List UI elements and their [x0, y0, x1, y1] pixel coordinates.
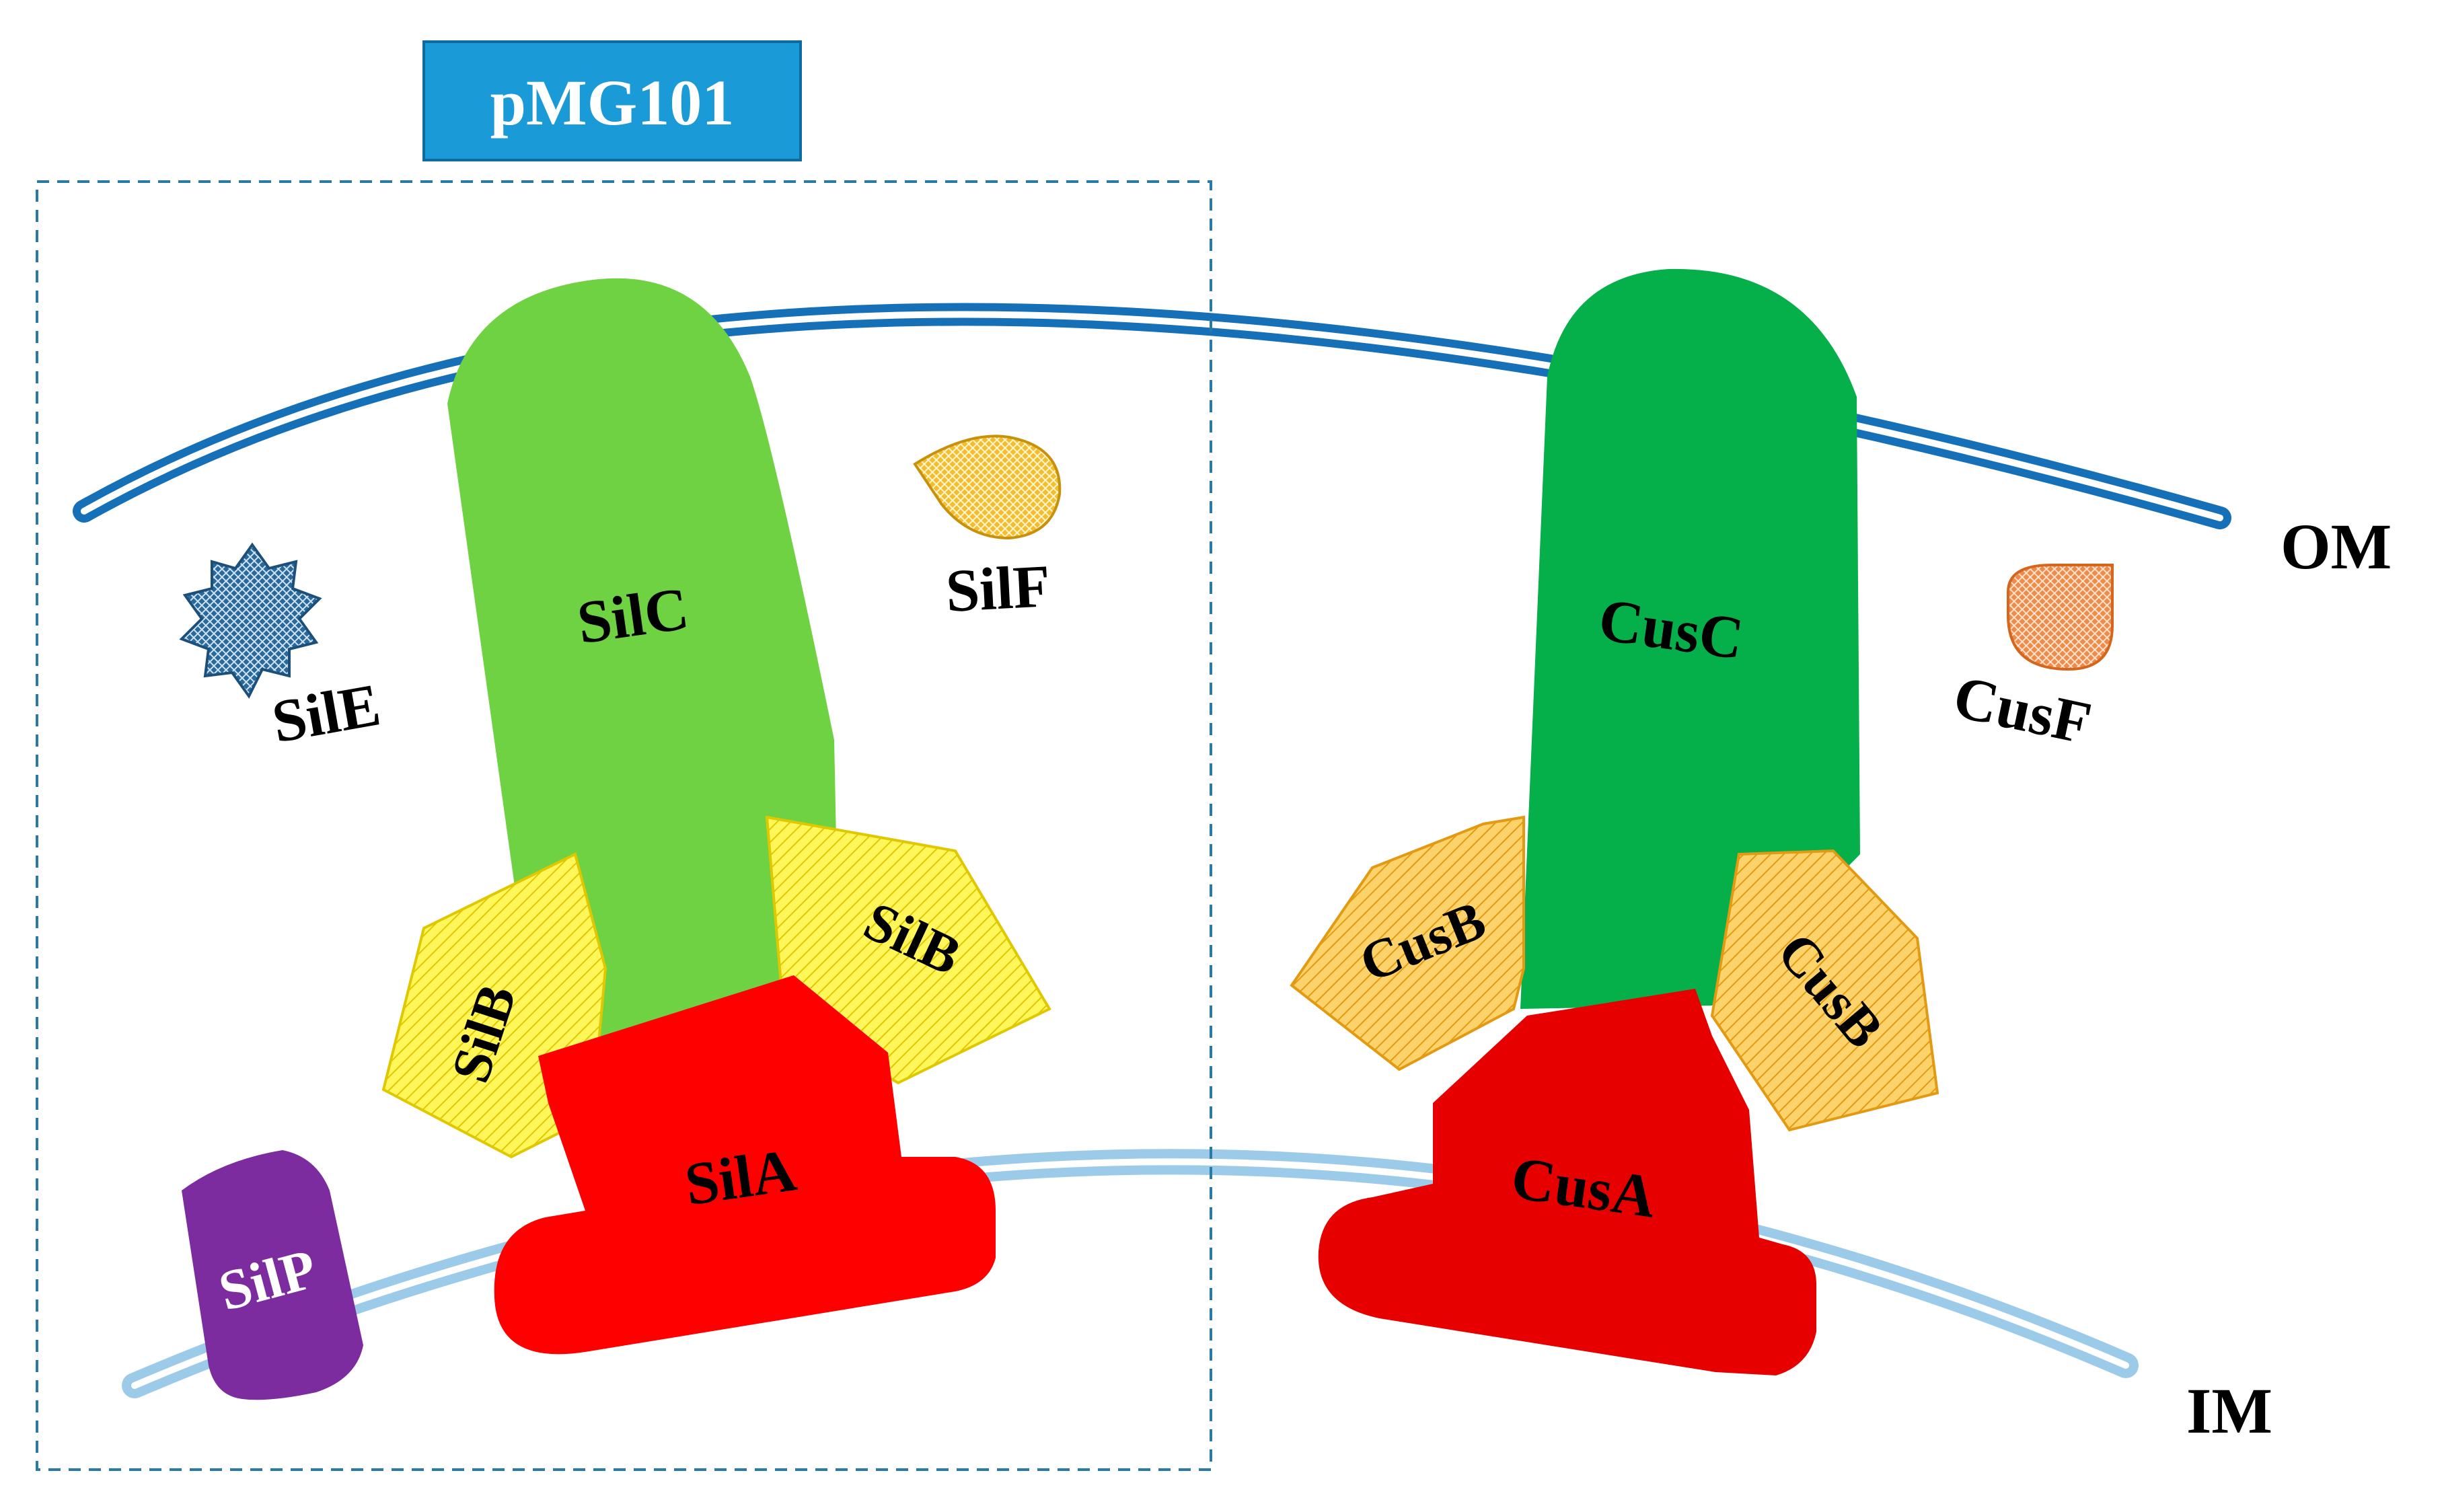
- cusc-channel: [1520, 268, 1860, 1009]
- title-box: pMG101: [422, 40, 802, 161]
- cusb-right: [1710, 849, 1939, 1132]
- pmg101-region: [36, 180, 1212, 1471]
- silf-protein: [913, 434, 1062, 540]
- im-label: IM: [2186, 1375, 2272, 1447]
- cusb-left: [1290, 815, 1525, 1071]
- cusa-pump: [1318, 989, 1816, 1375]
- inner-membrane: [122, 1149, 2139, 1398]
- outer-membrane: [73, 303, 2231, 529]
- sila-pump: [494, 975, 996, 1355]
- sile-label: SilE: [267, 671, 385, 755]
- sila-label: SilA: [681, 1137, 800, 1218]
- om-label: OM: [2281, 511, 2392, 582]
- cusf-protein: [2007, 564, 2114, 671]
- silp-atpase: [182, 1150, 363, 1400]
- sile-protein: [179, 542, 322, 699]
- cusf-label: CusF: [1948, 663, 2097, 757]
- title-label: pMG101: [490, 67, 735, 139]
- silf-label: SilF: [944, 553, 1051, 625]
- silc-label: SilC: [573, 575, 692, 656]
